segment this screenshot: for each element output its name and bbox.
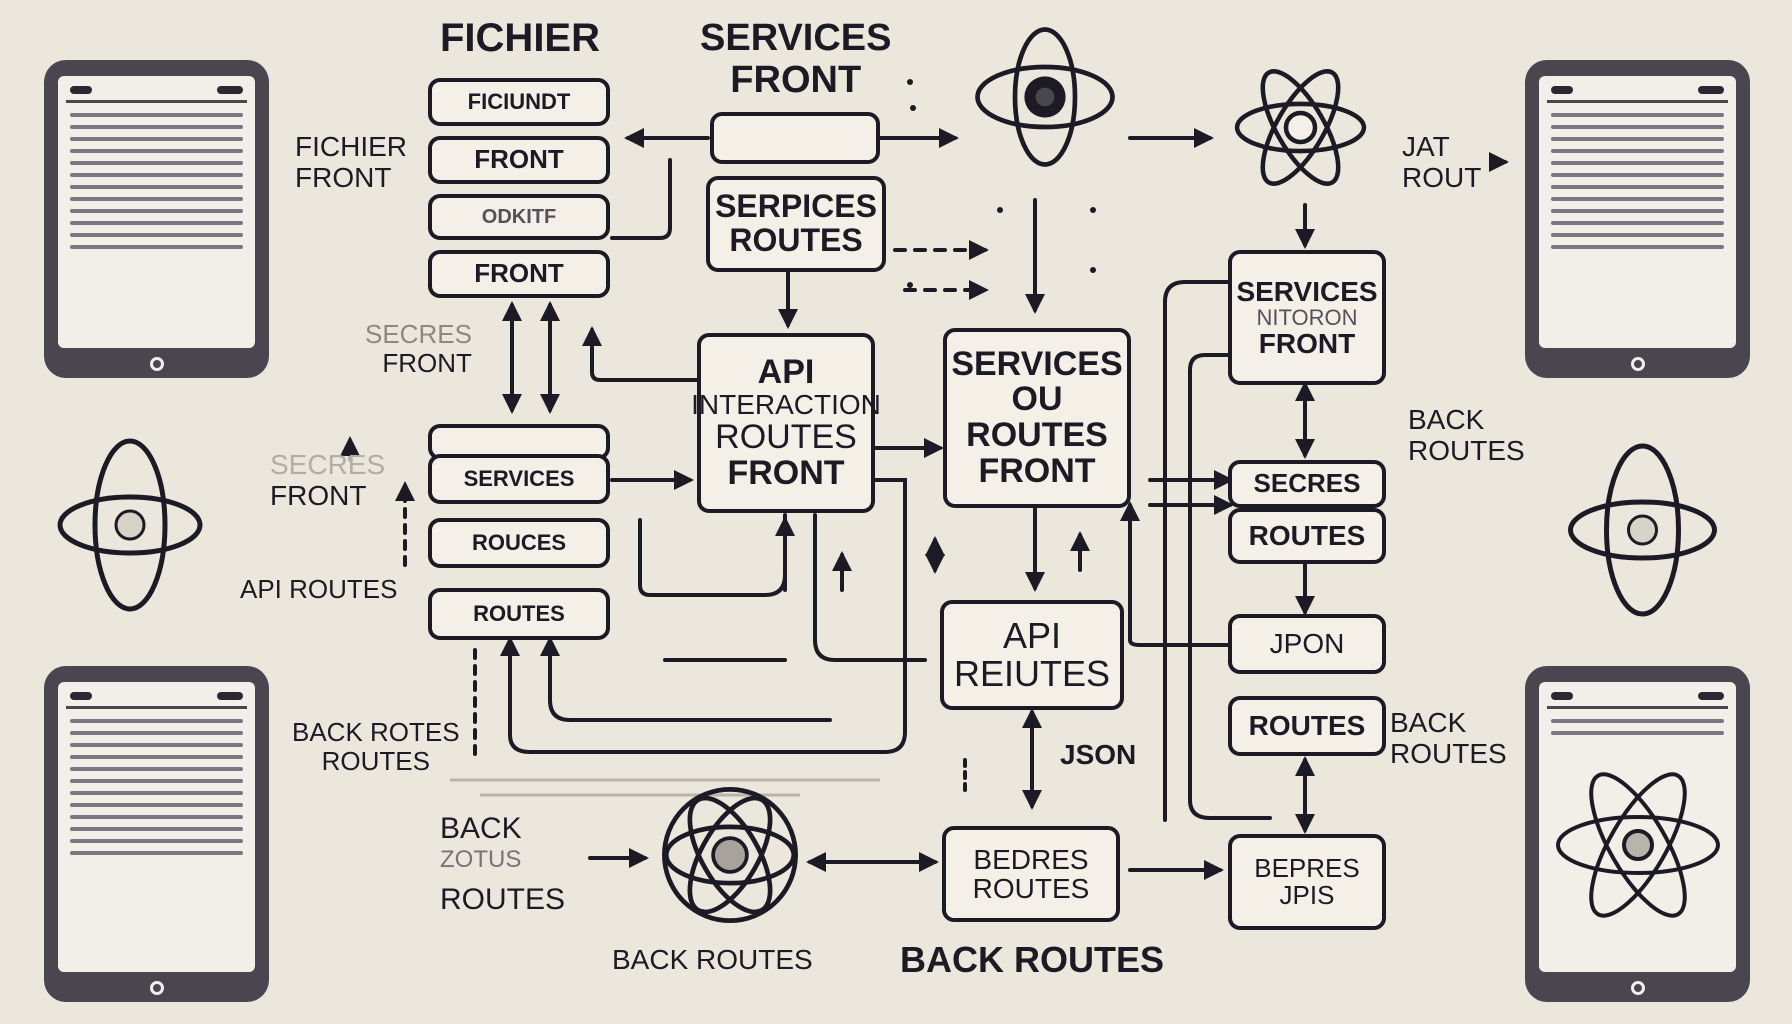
box-jpon: JPON — [1228, 614, 1386, 674]
label-json: JSON — [1060, 739, 1137, 770]
connector-fichier-to-serpices — [610, 158, 672, 240]
connector-routes-loop — [500, 478, 907, 754]
eye-atom-icon — [975, 27, 1115, 167]
box-services: SERVICES — [428, 454, 610, 504]
dot-4 — [1090, 207, 1096, 213]
box-routes-left: ROUTES — [428, 588, 610, 640]
atom-icon — [1555, 772, 1720, 918]
dot-1 — [907, 79, 913, 85]
connector-routes-loop-2 — [540, 636, 832, 722]
tablet-icon — [1525, 60, 1750, 378]
connector-api-to-front — [582, 326, 702, 382]
box-front-2: FRONT — [428, 250, 610, 298]
atom-icon — [57, 438, 203, 612]
tablet-icon — [1525, 666, 1750, 1002]
box-toolbar-mid — [710, 112, 880, 164]
connector-right-bus-1 — [1163, 280, 1232, 822]
box-odkitf: ODKITF — [428, 194, 610, 240]
dot-2 — [910, 105, 916, 111]
connector-api-loop-3 — [813, 513, 927, 662]
connector-api-loop-1 — [638, 513, 787, 597]
box-ficiundt: FICIUNDT — [428, 78, 610, 126]
heading-fichier: FICHIER — [440, 16, 600, 60]
atom-icon — [662, 787, 798, 923]
heading-back-routes: BACK ROUTES — [900, 939, 1165, 980]
box-routes-right-1: ROUTES — [1228, 508, 1386, 564]
dot-3 — [997, 207, 1003, 213]
label-back-routes-bottom: BACK ROUTES — [612, 944, 813, 975]
atom-icon — [1234, 69, 1367, 186]
box-rouces: ROUCES — [428, 518, 610, 568]
label-back-zotus-routes: BACK ZOTUS ROUTES — [440, 812, 566, 917]
dot-6 — [907, 282, 913, 288]
box-routes-right-2: ROUTES — [1228, 696, 1386, 756]
tablet-icon — [44, 60, 269, 378]
connector-right-bus-2 — [1188, 353, 1272, 820]
label-api-routes: API ROUTES — [240, 574, 398, 604]
dot-5 — [1090, 267, 1096, 273]
tablet-icon — [44, 666, 269, 1002]
connector-bus-to-jpon — [1120, 501, 1232, 647]
box-secres: SECRES — [1228, 460, 1386, 508]
box-services-nitoron: SERVICES NITORON FRONT — [1228, 250, 1386, 385]
box-api-interaction: API INTERACTION ROUTES FRONT — [691, 333, 881, 513]
box-front-1: FRONT — [428, 136, 610, 184]
atom-icon — [1568, 443, 1717, 617]
